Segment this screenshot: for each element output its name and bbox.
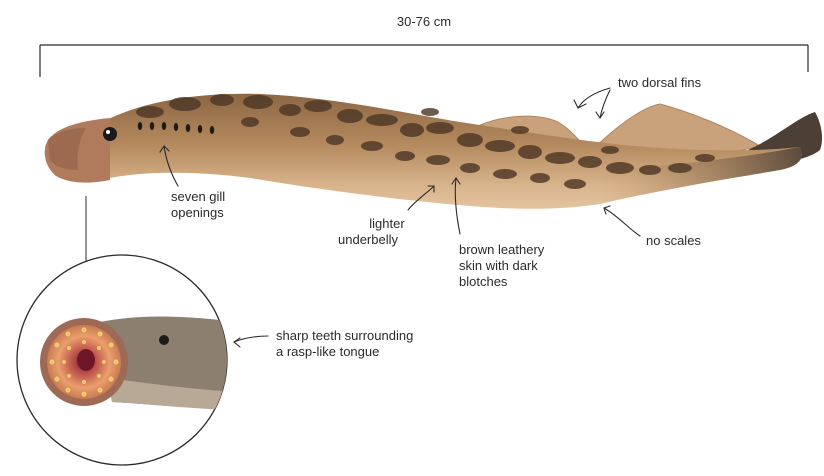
length-label: 30-76 cm — [397, 14, 451, 29]
rasp-tongue — [77, 349, 95, 371]
label-gill-2: openings — [171, 205, 224, 220]
label-belly-2: underbelly — [338, 232, 398, 247]
mouth-closeup — [17, 255, 240, 465]
label-gill-1: seven gill — [171, 189, 225, 204]
length-bracket — [40, 45, 808, 77]
lamprey-body — [45, 94, 822, 209]
label-dorsal-fins: two dorsal fins — [618, 75, 702, 90]
eye — [103, 127, 117, 141]
label-scales: no scales — [646, 233, 701, 248]
label-skin-2: skin with dark — [459, 258, 538, 273]
label-teeth-1: sharp teeth surrounding — [276, 328, 413, 343]
label-skin-3: blotches — [459, 274, 508, 289]
label-teeth-2: a rasp-like tongue — [276, 344, 379, 359]
label-belly-1: lighter — [369, 216, 405, 231]
label-skin-1: brown leathery — [459, 242, 545, 257]
